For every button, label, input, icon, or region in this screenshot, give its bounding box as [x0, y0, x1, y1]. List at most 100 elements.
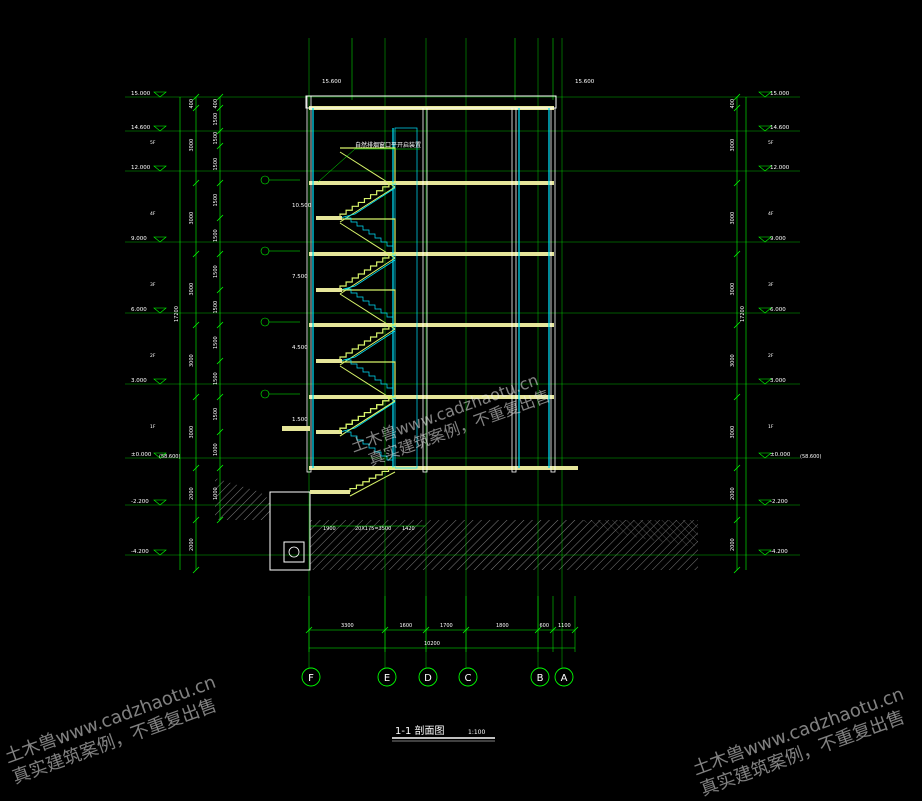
level-label-right: 3.000 [770, 378, 786, 384]
dim-text: 1600 [400, 623, 413, 629]
stair-level: 4.500 [292, 345, 308, 351]
floor-tag: 3F [768, 282, 774, 288]
dim-text: 3000 [730, 212, 736, 225]
level-label-left: 9.000 [131, 236, 147, 242]
stair-dim: 1420 [402, 526, 415, 532]
column [422, 107, 428, 473]
dim-text: 1500 [213, 158, 219, 171]
stair-flight [340, 147, 396, 183]
stair-level: 7.500 [292, 274, 308, 280]
dim-text: 1500 [213, 132, 219, 145]
dim-text: 2000 [189, 538, 195, 551]
level-marker [758, 236, 772, 243]
dim-tick [733, 566, 741, 574]
level-label-right: 14.600 [770, 125, 790, 131]
axis-label: C [465, 673, 472, 684]
stair-flight-back [345, 288, 394, 321]
dim-tick [192, 566, 200, 574]
handrail [339, 330, 396, 362]
dim-text: 3000 [189, 212, 195, 225]
stair-soffit [339, 293, 396, 330]
level-label-right: -2.200 [770, 499, 788, 505]
dim-text: 3000 [189, 283, 195, 296]
level-marker [153, 236, 167, 243]
dim-text: 400 [730, 99, 736, 109]
stair-level: 1.500 [292, 417, 308, 423]
axis-bubble [458, 667, 478, 687]
dim-text: 3300 [341, 623, 354, 629]
dim-tick [733, 464, 741, 472]
stair-soffit [339, 257, 396, 295]
dim-text: 1500 [213, 336, 219, 349]
stair-soffit [349, 471, 396, 497]
dim-tick [192, 93, 200, 101]
handrail [339, 259, 396, 291]
dim-text: 3000 [730, 139, 736, 152]
dim-tick [733, 516, 741, 524]
dim-text: 400 [189, 99, 195, 109]
landing [310, 490, 350, 494]
dim-text: 1000 [213, 487, 219, 500]
level-label-left: 12.000 [131, 165, 151, 171]
level-label-left: ±0.000 [131, 452, 152, 458]
dim-tick [216, 93, 224, 101]
dim-tick [216, 357, 224, 365]
top-label: 15.600 [575, 79, 595, 85]
dim-tick [216, 321, 224, 329]
landing [316, 430, 342, 434]
stair-dim: 1900 [323, 526, 336, 532]
dim-text: 1700 [440, 623, 453, 629]
floor-tag: 1F [150, 424, 156, 430]
dim-text: 1100 [558, 623, 571, 629]
dim-text: 1500 [213, 265, 219, 278]
axis-bubble [554, 667, 574, 687]
dim-tick [534, 626, 542, 634]
detail-bubble [260, 317, 270, 327]
dim-tick [216, 179, 224, 187]
dim-text: 3000 [730, 283, 736, 296]
level-label-left: 3.000 [131, 378, 147, 384]
dim-text: 1500 [213, 113, 219, 126]
floor-slab [309, 466, 554, 470]
stair-soffit [339, 328, 396, 366]
window-note: 自然排烟窗口平开启装置 [355, 141, 421, 149]
handrail [339, 401, 396, 433]
dim-text: 3000 [189, 426, 195, 439]
level-marker [758, 499, 772, 506]
dim-tick [571, 626, 579, 634]
dim-text: 2000 [189, 487, 195, 500]
axis-label: F [308, 673, 314, 684]
dim-text: 2000 [730, 538, 736, 551]
dim-text: 3000 [189, 354, 195, 367]
dim-tick [549, 626, 557, 634]
dim-text: 1000 [213, 443, 219, 456]
dim-text: 3000 [730, 354, 736, 367]
dim-tick [192, 179, 200, 187]
dim-tick [192, 393, 200, 401]
dim-tick [216, 286, 224, 294]
dim-text: 400 [213, 99, 219, 109]
level-marker [758, 378, 772, 385]
stair-flight [340, 218, 396, 254]
axis-label: B [537, 673, 544, 684]
level-marker [153, 91, 167, 98]
landing [316, 216, 342, 220]
total-width: 10200 [424, 641, 440, 647]
stair-soffit [339, 365, 396, 402]
level-label-right: 12.000 [770, 165, 790, 171]
dim-tick [216, 250, 224, 258]
floor-tag: 4F [150, 211, 156, 217]
level-marker [153, 307, 167, 314]
floor-tag: 2F [768, 353, 774, 359]
dim-tick [733, 321, 741, 329]
level-label-right: 9.000 [770, 236, 786, 242]
handrail [339, 187, 396, 219]
dim-text: 3000 [189, 139, 195, 152]
drawing-title-block: 1-1 剖面图 1:100 [392, 724, 495, 742]
level-marker [758, 125, 772, 132]
building-structure [269, 95, 578, 571]
base-note: (58.600) [800, 454, 821, 460]
dim-tick [733, 393, 741, 401]
pit-detail [288, 546, 300, 558]
dim-tick [305, 626, 313, 634]
